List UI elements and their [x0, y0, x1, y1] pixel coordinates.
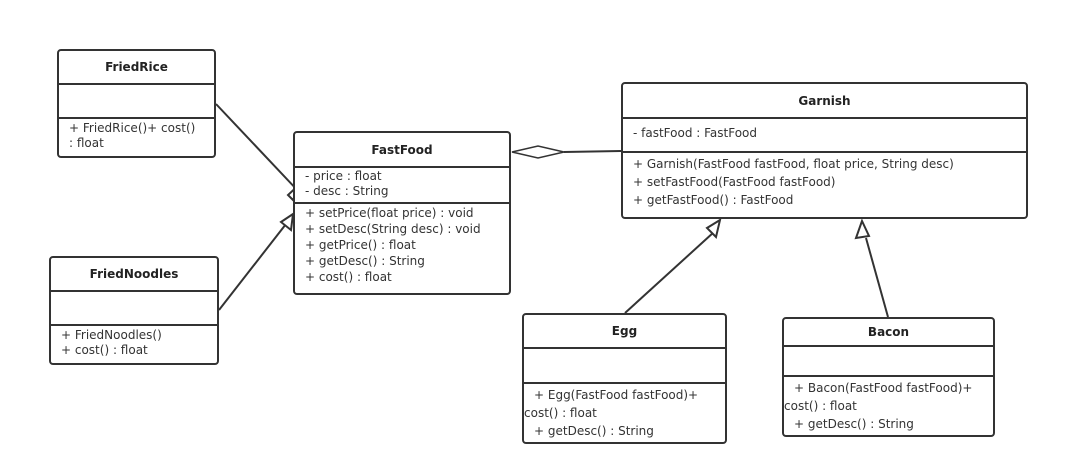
class-name: Egg: [524, 315, 725, 349]
method: + getDesc() : String: [305, 254, 425, 268]
class-name: Garnish: [623, 84, 1026, 119]
method: + Egg(FastFood fastFood)+: [534, 388, 699, 402]
method: + Garnish(FastFood fastFood, float price…: [633, 157, 954, 171]
method: + setPrice(float price) : void: [305, 206, 474, 220]
attribute: - desc : String: [305, 184, 389, 198]
generalization-arrowhead: [854, 218, 871, 240]
generalization-bacon-garnish: [865, 237, 889, 318]
method: + FriedNoodles(): [61, 328, 162, 342]
method: + FriedRice()+ cost(): [69, 121, 196, 135]
class-fastfood[interactable]: FastFood - price : float - desc : String…: [293, 131, 511, 295]
class-name: FriedNoodles: [51, 258, 217, 292]
generalization-arrowhead: [705, 217, 722, 239]
method: + setDesc(String desc) : void: [305, 222, 481, 236]
attributes-section: - price : float - desc : String: [295, 168, 509, 204]
attributes-section: [524, 349, 725, 384]
attributes-section: - fastFood : FastFood: [623, 119, 1026, 153]
methods-section: + Egg(FastFood fastFood)+ cost() : float…: [524, 384, 725, 442]
class-name: FastFood: [295, 133, 509, 168]
method: + getPrice() : float: [305, 238, 416, 252]
class-garnish[interactable]: Garnish - fastFood : FastFood + Garnish(…: [621, 82, 1028, 219]
methods-section: + Garnish(FastFood fastFood, float price…: [623, 153, 1026, 217]
attribute: - price : float: [305, 169, 382, 183]
class-friednoodles[interactable]: FriedNoodles + FriedNoodles() + cost() :…: [49, 256, 219, 365]
methods-section: + setPrice(float price) : void + setDesc…: [295, 204, 509, 293]
methods-section: + FriedNoodles() + cost() : float: [51, 326, 217, 363]
aggregation-garnish-fastfood: [563, 150, 622, 153]
method: + cost() : float: [61, 343, 148, 357]
method: cost() : float: [524, 406, 597, 420]
methods-section: + FriedRice()+ cost() : float: [59, 119, 214, 156]
methods-section: + Bacon(FastFood fastFood)+ cost() : flo…: [784, 377, 993, 435]
generalization-friedrice-fastfood: [215, 103, 301, 194]
generalization-friednoodles-fastfood: [218, 223, 287, 311]
method: + Bacon(FastFood fastFood)+: [794, 381, 973, 395]
attribute: - fastFood : FastFood: [633, 126, 758, 140]
method: + getFastFood() : FastFood: [633, 193, 794, 207]
method: cost() : float: [784, 399, 857, 413]
method: + getDesc() : String: [534, 424, 654, 438]
class-egg[interactable]: Egg + Egg(FastFood fastFood)+ cost() : f…: [522, 313, 727, 444]
class-bacon[interactable]: Bacon + Bacon(FastFood fastFood)+ cost()…: [782, 317, 995, 437]
generalization-arrowhead: [279, 211, 295, 232]
method: : float: [69, 136, 104, 150]
attributes-section: [51, 292, 217, 326]
aggregation-diamond: [511, 145, 565, 159]
attributes-section: [784, 347, 993, 377]
method: + cost() : float: [305, 270, 392, 284]
class-friedrice[interactable]: FriedRice + FriedRice()+ cost() : float: [57, 49, 216, 158]
attributes-section: [59, 85, 214, 119]
class-name: Bacon: [784, 319, 993, 348]
generalization-egg-garnish: [624, 231, 715, 314]
method: + getDesc() : String: [794, 417, 914, 431]
class-name: FriedRice: [59, 51, 214, 85]
method: + setFastFood(FastFood fastFood): [633, 175, 836, 189]
